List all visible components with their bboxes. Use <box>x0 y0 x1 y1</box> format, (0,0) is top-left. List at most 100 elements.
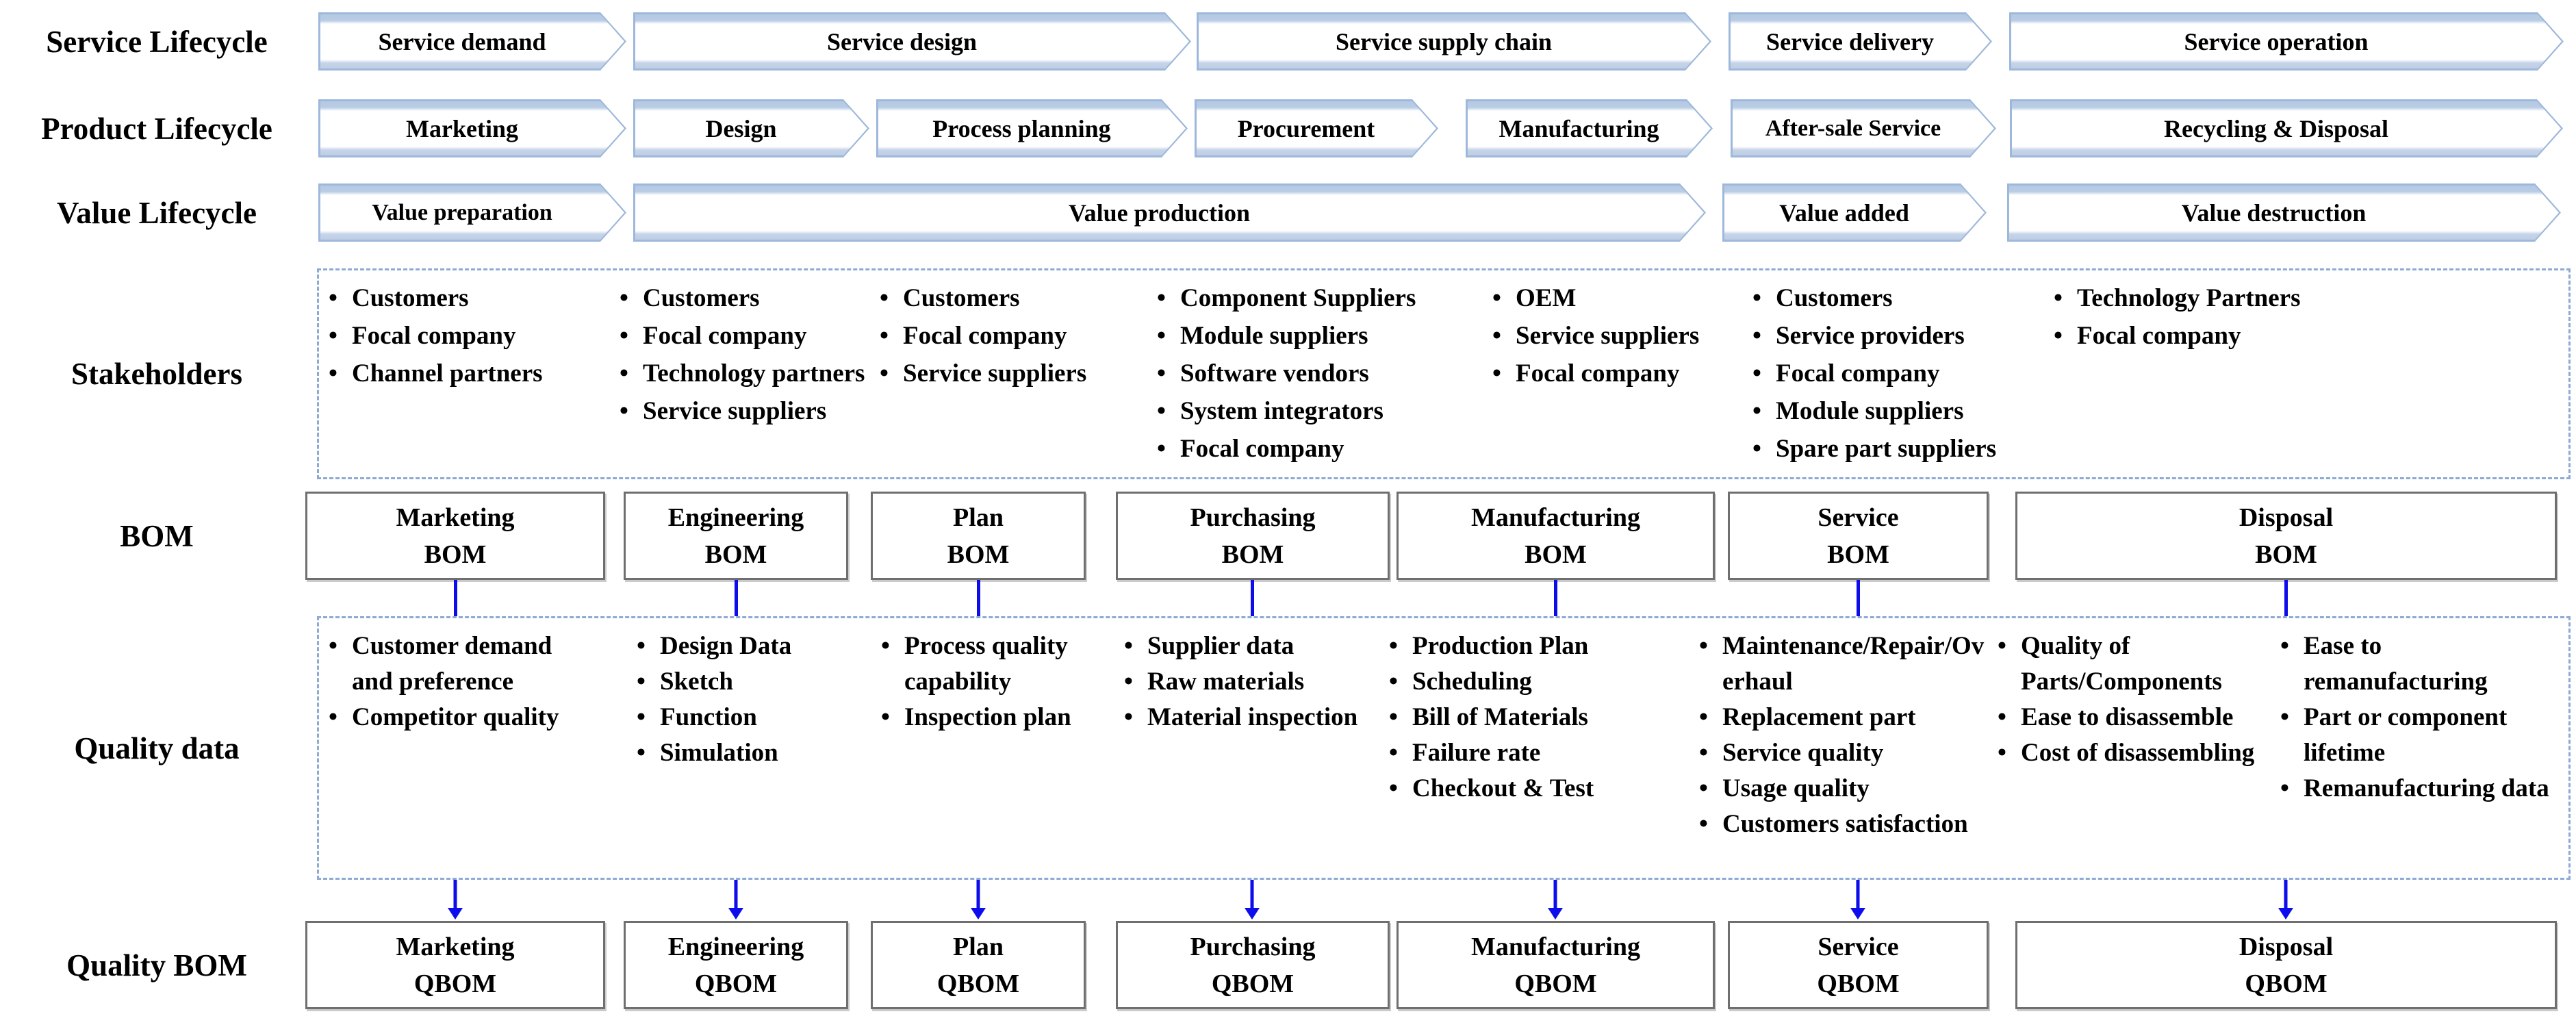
bom-box-line1: Disposal <box>2239 503 2334 532</box>
bullet-item: •Customers <box>620 279 907 317</box>
row-label-value-lifecycle: Value Lifecycle <box>56 195 257 230</box>
bullet-icon: • <box>620 359 628 388</box>
quality-col-manufacturing: •Production Plan•Scheduling•Bill of Mate… <box>1389 629 1690 807</box>
stakeholders-col-manufacturing: •OEM•Service suppliers•Focal company <box>1492 279 1752 392</box>
bom-box-line2: BOM <box>947 540 1010 569</box>
stage-arrow-service-design: Service design <box>633 12 1191 71</box>
bullet-text: Remanufacturing data <box>2304 774 2549 802</box>
bullet-item: • Customer demand and preference <box>329 629 568 700</box>
bom-box-line2: BOM <box>424 540 487 569</box>
bullet-text: Customers <box>643 284 760 312</box>
bullet-text: Material inspection <box>1147 703 1358 731</box>
bullet-text: Customers <box>1776 284 1893 312</box>
bullet-icon: • <box>1699 739 1708 767</box>
quality-col-disposal-a: •Quality of Parts/Components•Ease to dis… <box>1998 629 2278 771</box>
bullet-item: •Focal company <box>329 317 616 355</box>
connector-arrow-down <box>1548 880 1563 921</box>
bullet-icon: • <box>1157 435 1166 463</box>
bullet-icon: • <box>1752 397 1761 425</box>
bullet-item: •Production Plan <box>1389 629 1690 664</box>
bullet-item: •Focal company <box>1752 355 2054 392</box>
bullet-item: •Module suppliers <box>1752 392 2054 430</box>
bullet-icon: • <box>881 703 890 731</box>
bullet-text: Quality of Parts/Components <box>2021 632 2222 696</box>
stakeholders-col-service: •Customers•Service providers•Focal compa… <box>1752 279 2054 468</box>
bullet-icon: • <box>637 739 646 767</box>
bullet-text: Supplier data <box>1147 632 1295 660</box>
bullet-icon: • <box>2280 632 2289 660</box>
bullet-text: Sketch <box>660 668 733 696</box>
bullet-text: Service suppliers <box>643 397 827 425</box>
bullet-text: Focal company <box>1180 435 1344 463</box>
bullet-item: •Raw materials <box>1124 664 1370 700</box>
bullet-text: Technology partners <box>643 359 865 388</box>
bullet-text: Function <box>660 703 757 731</box>
bullet-icon: • <box>1124 703 1133 731</box>
bullet-text: Service quality <box>1722 739 1884 767</box>
stage-arrow-service-delivery: Service delivery <box>1729 12 1992 71</box>
stage-arrow-service-demand: Service demand <box>318 12 626 71</box>
stage-label: Process planning <box>932 114 1111 142</box>
bullet-icon: • <box>2054 322 2063 350</box>
bullet-item: •Software vendors <box>1157 355 1485 392</box>
connector-line <box>1554 580 1557 616</box>
row-label-product-lifecycle: Product Lifecycle <box>41 111 272 146</box>
bullet-item: •Cost of disassembling <box>1998 735 2278 771</box>
bullet-text: Customer demand and preference <box>352 632 552 696</box>
bullet-text: Customers <box>352 284 469 312</box>
qbom-box-line2: QBOM <box>413 969 497 998</box>
bullet-item: •System integrators <box>1157 392 1485 430</box>
bullet-item: •Scheduling <box>1389 664 1690 700</box>
quality-data-panel <box>317 616 2571 880</box>
stakeholders-col-procurement: •Component Suppliers•Module suppliers•So… <box>1157 279 1485 468</box>
stage-arrow-procurement: Procurement <box>1195 99 1438 157</box>
stage-arrow-recycling-disposal: Recycling & Disposal <box>2010 99 2563 157</box>
qbom-box-line1: Disposal <box>2239 932 2334 961</box>
bom-box-line2: BOM <box>1221 540 1284 569</box>
bullet-text: Focal company <box>643 322 807 350</box>
bullet-icon: • <box>1157 284 1166 312</box>
stage-arrow-marketing: Marketing <box>318 99 626 157</box>
bullet-icon: • <box>329 632 337 660</box>
bullet-item: •Process quality capability <box>881 629 1127 700</box>
bullet-icon: • <box>620 322 628 350</box>
bullet-icon: • <box>1699 632 1708 660</box>
stage-label: Value preparation <box>372 199 552 225</box>
bullet-item: •Service suppliers <box>880 355 1153 392</box>
bullet-item: •Function <box>637 700 869 735</box>
bom-box-line1: Manufacturing <box>1471 503 1640 532</box>
bullet-item: •Component Suppliers <box>1157 279 1485 317</box>
stage-label: Value added <box>1779 199 1909 227</box>
stage-arrow-value-preparation: Value preparation <box>318 183 626 242</box>
bullet-icon: • <box>2280 774 2289 802</box>
stage-label: Procurement <box>1237 114 1375 142</box>
stakeholders-col-disposal: •Technology Partners•Focal company <box>2054 279 2547 355</box>
bullet-icon: • <box>1157 359 1166 388</box>
bullet-icon: • <box>329 284 337 312</box>
bullet-item: •Customers satisfaction <box>1699 807 1993 842</box>
bullet-item: •Customers <box>880 279 1153 317</box>
bullet-icon: • <box>1752 435 1761 463</box>
connector-arrow-down <box>1850 880 1865 921</box>
qbom-box-line2: QBOM <box>1817 969 1900 998</box>
bullet-item: •Service suppliers <box>1492 317 1752 355</box>
quality-col-service: •Maintenance/Repair/Overhaul•Replacement… <box>1699 629 1993 842</box>
bullet-item: •Bill of Materials <box>1389 700 1690 735</box>
connector-arrow-down <box>728 880 743 921</box>
qbom-box-line1: Manufacturing <box>1471 932 1640 961</box>
bullet-text: Checkout & Test <box>1412 774 1594 802</box>
bullet-icon: • <box>1492 359 1501 388</box>
bullet-item: •Ease to disassemble <box>1998 700 2278 735</box>
bullet-text: Customers <box>903 284 1020 312</box>
bullet-text: Scheduling <box>1412 668 1532 696</box>
bullet-text: Spare part suppliers <box>1776 435 1997 463</box>
bullet-icon: • <box>2054 284 2063 312</box>
bullet-text: Maintenance/Repair/Overhaul <box>1722 632 1985 696</box>
